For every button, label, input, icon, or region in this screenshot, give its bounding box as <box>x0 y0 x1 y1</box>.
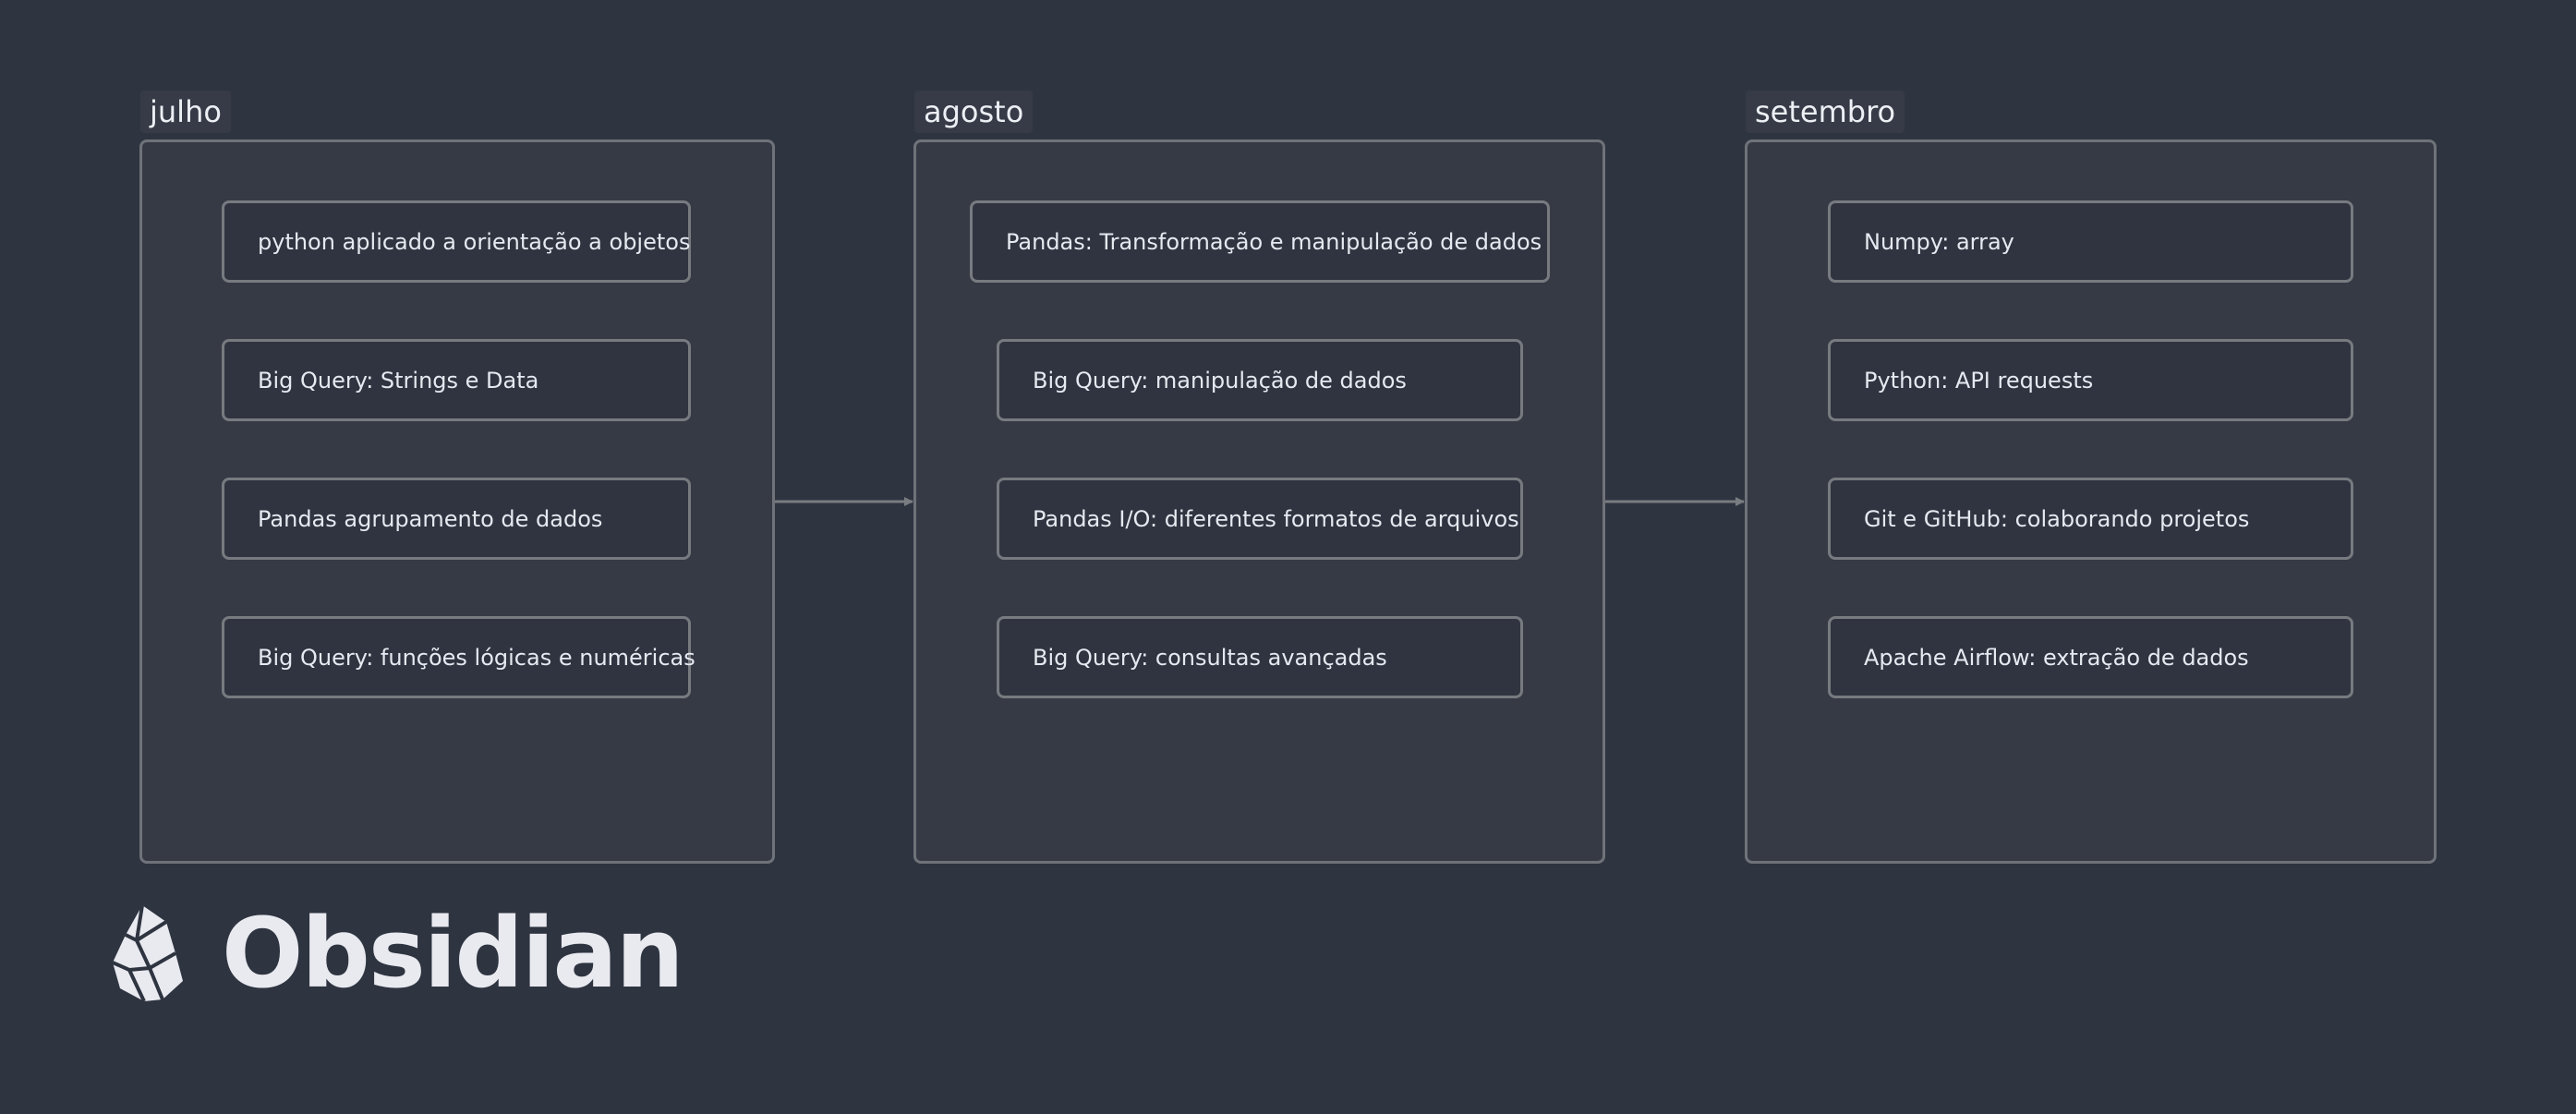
group-label-agosto: agosto <box>914 91 1034 133</box>
node-setembro-4[interactable]: Apache Airflow: extração de dados <box>1828 616 2353 698</box>
node-setembro-1[interactable]: Numpy: array <box>1828 200 2353 283</box>
node-julho-3[interactable]: Pandas agrupamento de dados <box>222 478 691 560</box>
node-agosto-3[interactable]: Pandas I/O: diferentes formatos de arqui… <box>997 478 1523 560</box>
node-julho-1[interactable]: python aplicado a orientação a objetos <box>222 200 691 283</box>
node-setembro-3[interactable]: Git e GitHub: colaborando projetos <box>1828 478 2353 560</box>
node-julho-4[interactable]: Big Query: funções lógicas e numéricas <box>222 616 695 698</box>
group-label-julho: julho <box>140 91 231 133</box>
node-agosto-4[interactable]: Big Query: consultas avançadas <box>997 616 1523 698</box>
obsidian-crystal-icon <box>112 904 183 1002</box>
obsidian-logo: Obsidian <box>109 897 684 1010</box>
node-setembro-2[interactable]: Python: API requests <box>1828 339 2353 421</box>
node-agosto-1[interactable]: Pandas: Transformação e manipulação de d… <box>970 200 1550 283</box>
node-agosto-2[interactable]: Big Query: manipulação de dados <box>997 339 1523 421</box>
brand-name: Obsidian <box>222 897 684 1010</box>
group-label-setembro: setembro <box>1746 91 1905 133</box>
node-julho-2[interactable]: Big Query: Strings e Data <box>222 339 691 421</box>
